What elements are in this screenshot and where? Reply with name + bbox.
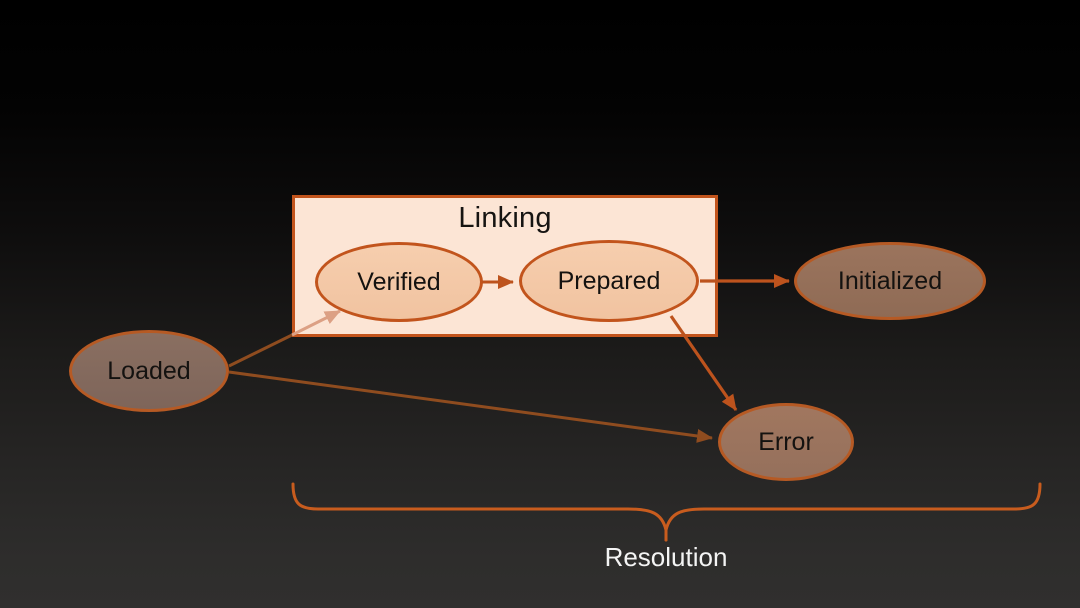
resolution-label: Resolution <box>604 542 728 572</box>
node-loaded: Loaded <box>69 330 229 412</box>
node-verified-label: Verified <box>357 267 441 296</box>
node-error: Error <box>718 403 854 481</box>
node-initialized-label: Initialized <box>837 266 943 295</box>
node-verified: Verified <box>315 242 483 322</box>
node-initialized: Initialized <box>794 242 986 320</box>
linking-group-title: Linking <box>458 202 552 234</box>
node-prepared: Prepared <box>519 240 699 322</box>
edge-loaded-verified-outer <box>228 333 293 368</box>
resolution-brace-left <box>291 482 668 542</box>
node-error-label: Error <box>758 427 814 456</box>
edge-loaded-error <box>228 370 713 443</box>
resolution-brace-right <box>664 482 1042 542</box>
node-prepared-label: Prepared <box>557 266 661 295</box>
node-loaded-label: Loaded <box>107 356 191 385</box>
